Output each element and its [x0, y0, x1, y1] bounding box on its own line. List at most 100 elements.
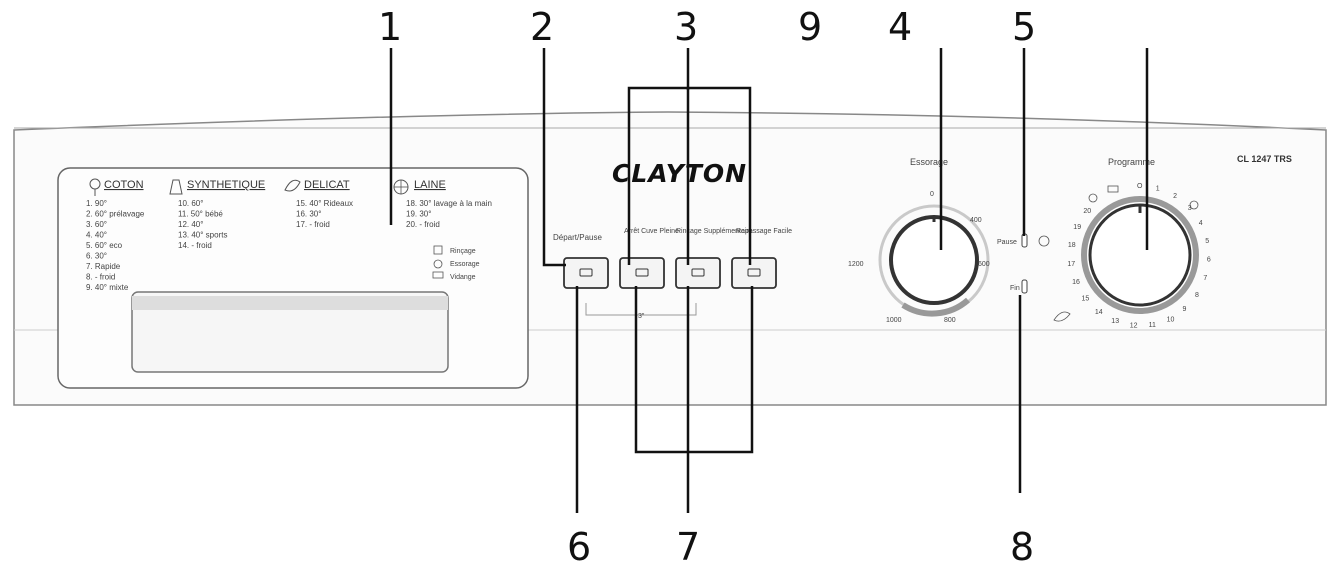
synthetique-program-item: 10. 60°	[178, 199, 203, 208]
callout-number-2: 2	[530, 5, 554, 49]
combo-hint-label: 3"	[638, 313, 645, 320]
cotton-icon	[89, 178, 101, 196]
delicat-program-list: 15. 40° Rideaux 16. 30°17. - froid	[296, 199, 353, 229]
delicat-title: DELICAT	[304, 179, 350, 191]
programme-number-8: 8	[1195, 292, 1199, 299]
programme-number-13: 13	[1111, 318, 1119, 325]
callout-number-3: 3	[674, 5, 698, 49]
programme-number-18: 18	[1068, 242, 1076, 249]
programme-title: Programme	[1108, 157, 1155, 167]
callout-line-3-bracket	[627, 86, 752, 265]
callout-line-2	[542, 48, 566, 267]
synthetique-title: SYNTHETIQUE	[187, 179, 265, 191]
programme-number-10: 10	[1167, 316, 1175, 323]
callout-number-7: 7	[676, 525, 700, 569]
delicat-program-item: 16. 30°	[296, 210, 321, 219]
laine-program-item: 19. 30°	[406, 210, 431, 219]
programme-number-20: 20	[1083, 208, 1091, 215]
programme-number-4: 4	[1199, 220, 1203, 227]
synthetique-program-item: 11. 50° bébé	[178, 210, 223, 219]
legend-vidange: Vidange	[450, 274, 476, 281]
essorage-title: Essorage	[910, 157, 948, 167]
essorage-mark-1200: 1200	[848, 261, 864, 268]
coton-program-item: 8. - froid	[86, 273, 115, 282]
coton-program-item: 5. 60° eco	[86, 241, 123, 250]
delicat-program-item: 17. - froid	[296, 220, 330, 229]
repassage-facile-button[interactable]	[731, 257, 777, 289]
callout-line-7-bracket	[634, 286, 754, 454]
programme-number-2: 2	[1173, 193, 1177, 200]
combo-bracket	[585, 303, 697, 316]
callout-lines	[389, 48, 1149, 513]
synthetique-program-item: 12. 40°	[178, 220, 203, 229]
drawer-handle-shadow	[132, 296, 448, 310]
callout-number-8: 8	[1010, 525, 1034, 569]
programme-dial[interactable]	[1081, 196, 1199, 314]
synthetique-program-item: 14. - froid	[178, 241, 212, 250]
laine-program-item: 20. - froid	[406, 220, 440, 229]
delicate-icon	[284, 179, 301, 192]
laine-program-item: 18. 30° lavage à la main	[406, 199, 492, 208]
coton-program-item: 4. 40°	[86, 231, 107, 240]
rincage-supplementaire-button[interactable]	[675, 257, 721, 289]
legend-rincage: Rinçage	[450, 248, 476, 255]
drawer-handle[interactable]	[131, 291, 449, 373]
callout-number-9: 9	[798, 5, 822, 49]
rincage-supplementaire-label: Rinçage Supplémentaire	[676, 228, 753, 235]
programme-number-16: 16	[1072, 279, 1080, 286]
synthetique-program-item: 13. 40° sports	[178, 231, 227, 240]
model-number: CL 1247 TRS	[1237, 154, 1292, 164]
drain-icon	[432, 271, 444, 279]
essorage-mark-600: 600	[978, 261, 990, 268]
programme-number-14: 14	[1095, 309, 1103, 316]
spin-icon	[433, 259, 443, 269]
laine-title: LAINE	[414, 179, 446, 191]
legend-essorage: Essorage	[450, 261, 480, 268]
programme-number-12: 12	[1130, 323, 1138, 330]
brand-logo: CLAYTON	[612, 159, 747, 188]
programme-number-3: 3	[1188, 205, 1192, 212]
programme-number-6: 6	[1207, 257, 1211, 264]
programme-number-5: 5	[1205, 238, 1209, 245]
repassage-facile-label: Repassage Facile	[736, 228, 792, 235]
coton-program-item: 2. 60° prélavage	[86, 210, 145, 219]
arret-cuve-pleine-label: Arrêt Cuve Pleine	[624, 228, 679, 235]
fin-indicator-led	[1021, 279, 1028, 294]
depart-pause-label: Départ/Pause	[553, 233, 602, 242]
wool-icon	[393, 179, 409, 195]
essorage-mark-400: 400	[970, 217, 982, 224]
delicat-program-item: 15. 40° Rideaux	[296, 199, 353, 208]
arret-cuve-pleine-button[interactable]	[619, 257, 665, 289]
coton-title: COTON	[104, 179, 144, 191]
essorage-mark-800: 800	[944, 317, 956, 324]
depart-pause-button[interactable]	[563, 257, 609, 289]
callout-number-6: 6	[567, 525, 591, 569]
synthetic-icon	[169, 179, 183, 195]
coton-program-item: 9. 40° mixte	[86, 283, 129, 292]
rinse-icon	[433, 245, 443, 255]
coton-program-item: 3. 60°	[86, 220, 107, 229]
callout-number-1: 1	[378, 5, 402, 49]
programme-number-15: 15	[1082, 296, 1090, 303]
programme-number-11: 11	[1149, 322, 1156, 329]
laine-program-list: 18. 30° lavage à la main 19. 30°20. - fro…	[406, 199, 492, 229]
callout-number-4: 4	[888, 5, 912, 49]
essorage-mark-0: 0	[930, 191, 934, 198]
programme-dial-misc-icons	[1053, 185, 1199, 322]
essorage-dial[interactable]	[878, 204, 990, 317]
programme-number-17: 17	[1067, 261, 1075, 268]
programme-number-O: O	[1137, 183, 1143, 190]
coton-program-item: 1. 90°	[86, 199, 107, 208]
programme-number-19: 19	[1073, 224, 1081, 231]
programme-number-9: 9	[1183, 306, 1187, 313]
pause-indicator-label: Pause	[997, 239, 1017, 246]
coton-program-item: 6. 30°	[86, 252, 107, 261]
coton-program-item: 7. Rapide	[86, 262, 121, 271]
wool-small-icon	[1038, 235, 1050, 247]
callout-number-5: 5	[1012, 5, 1036, 49]
programme-number-1: 1	[1156, 186, 1160, 193]
